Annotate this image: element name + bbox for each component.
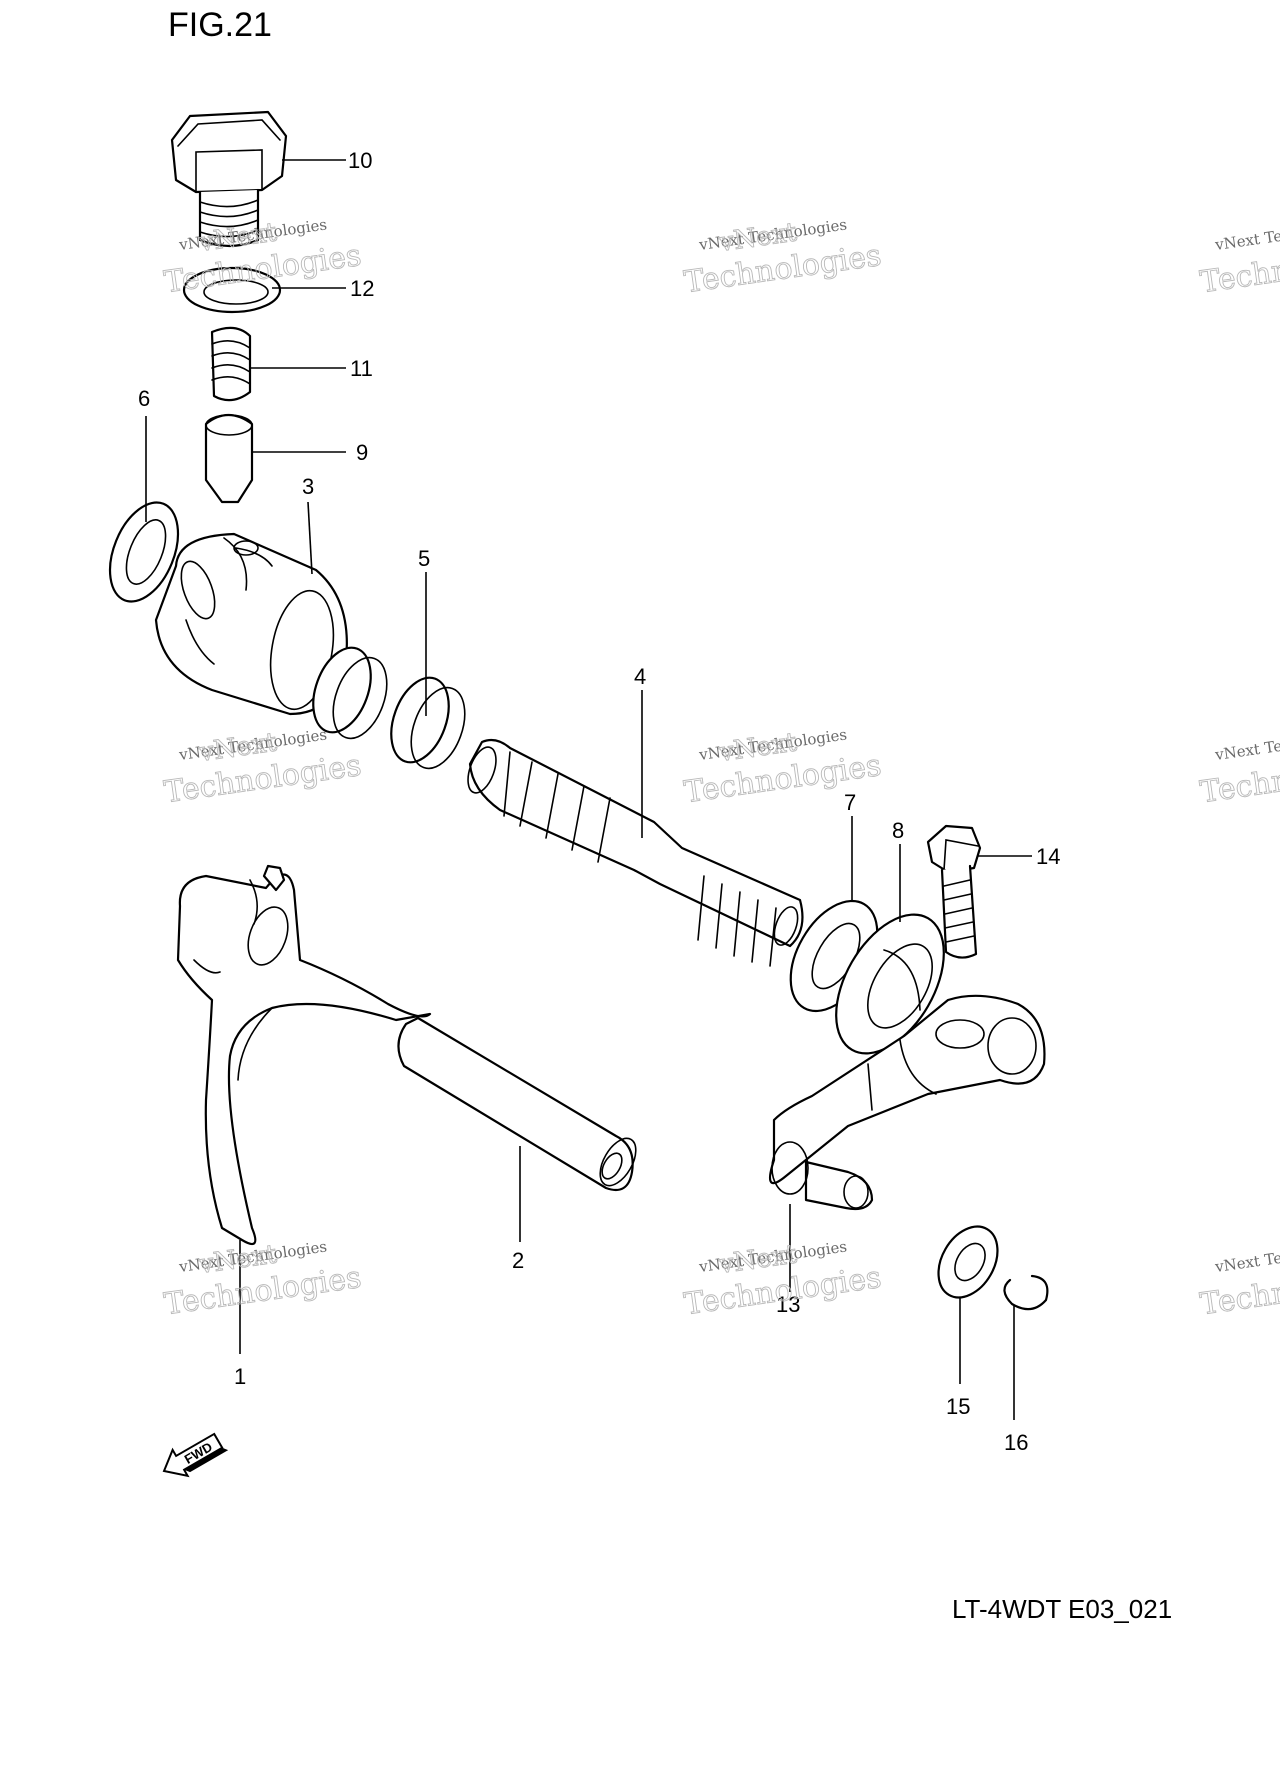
leader-lines bbox=[145, 159, 1032, 1420]
callout-16[interactable]: 16 bbox=[1004, 1430, 1028, 1455]
part-5-spring[interactable] bbox=[303, 640, 475, 776]
drawing-id: LT-4WDT E03_021 bbox=[952, 1594, 1172, 1624]
watermark: vNext Technologies Technologies bbox=[1198, 725, 1280, 810]
part-14-bolt[interactable] bbox=[926, 824, 982, 959]
part-2-fork-shaft[interactable] bbox=[397, 1016, 643, 1192]
part-8-oil-seal[interactable] bbox=[814, 896, 966, 1072]
part-13-gearshift-arm[interactable] bbox=[768, 994, 1046, 1211]
watermark: vNext Technologies Technologies bbox=[1198, 1237, 1280, 1322]
callout-11[interactable]: 11 bbox=[350, 356, 373, 381]
part-16-e-clip[interactable] bbox=[1003, 1274, 1049, 1311]
callout-12[interactable]: 12 bbox=[350, 276, 374, 301]
part-4-gearshift-shaft[interactable] bbox=[463, 738, 804, 967]
callout-9[interactable]: 9 bbox=[356, 440, 368, 465]
callout-7[interactable]: 7 bbox=[844, 790, 856, 815]
callout-3[interactable]: 3 bbox=[302, 474, 314, 499]
part-10-plug-bolt[interactable] bbox=[170, 110, 288, 248]
part-11-spring[interactable] bbox=[210, 326, 252, 402]
callout-5[interactable]: 5 bbox=[418, 546, 430, 571]
svg-text:vNext Technologies: vNext Technologies bbox=[1213, 725, 1280, 764]
watermarks: vNext Technologies Technologies vNext vN… bbox=[162, 215, 1280, 1322]
callout-10[interactable]: 10 bbox=[348, 148, 372, 173]
part-15-washer[interactable] bbox=[926, 1216, 1009, 1308]
watermark: vNext Technologies Technologies bbox=[1198, 215, 1280, 300]
part-6-washer[interactable] bbox=[97, 493, 192, 612]
callout-labels: 10 12 11 9 6 3 5 4 7 8 14 2 13 1 15 16 bbox=[138, 148, 1060, 1455]
watermark: vNext Technologies Technologies vNext bbox=[682, 1237, 884, 1322]
part-9-stopper[interactable] bbox=[204, 413, 254, 504]
callout-13[interactable]: 13 bbox=[776, 1292, 800, 1317]
part-3-gearshift-cam[interactable] bbox=[154, 532, 348, 716]
callout-15[interactable]: 15 bbox=[946, 1394, 970, 1419]
figure-title: FIG.21 bbox=[168, 6, 272, 44]
svg-text:vNext Technologies: vNext Technologies bbox=[1213, 1237, 1280, 1276]
watermark: vNext Technologies Technologies vNext bbox=[682, 215, 884, 300]
callout-4[interactable]: 4 bbox=[634, 664, 646, 689]
callout-14[interactable]: 14 bbox=[1036, 844, 1060, 869]
callout-1[interactable]: 1 bbox=[234, 1364, 246, 1389]
part-1-shift-fork[interactable] bbox=[176, 864, 432, 1246]
part-12-gasket[interactable] bbox=[182, 266, 282, 314]
watermark: vNext Technologies Technologies vNext bbox=[162, 1237, 364, 1322]
watermark: vNext Technologies Technologies vNext bbox=[162, 215, 364, 300]
svg-text:vNext Technologies: vNext Technologies bbox=[1213, 215, 1280, 254]
callout-6[interactable]: 6 bbox=[138, 386, 150, 411]
callout-8[interactable]: 8 bbox=[892, 818, 904, 843]
callout-2[interactable]: 2 bbox=[512, 1248, 524, 1273]
fwd-arrow-icon: FWD bbox=[162, 1432, 229, 1478]
